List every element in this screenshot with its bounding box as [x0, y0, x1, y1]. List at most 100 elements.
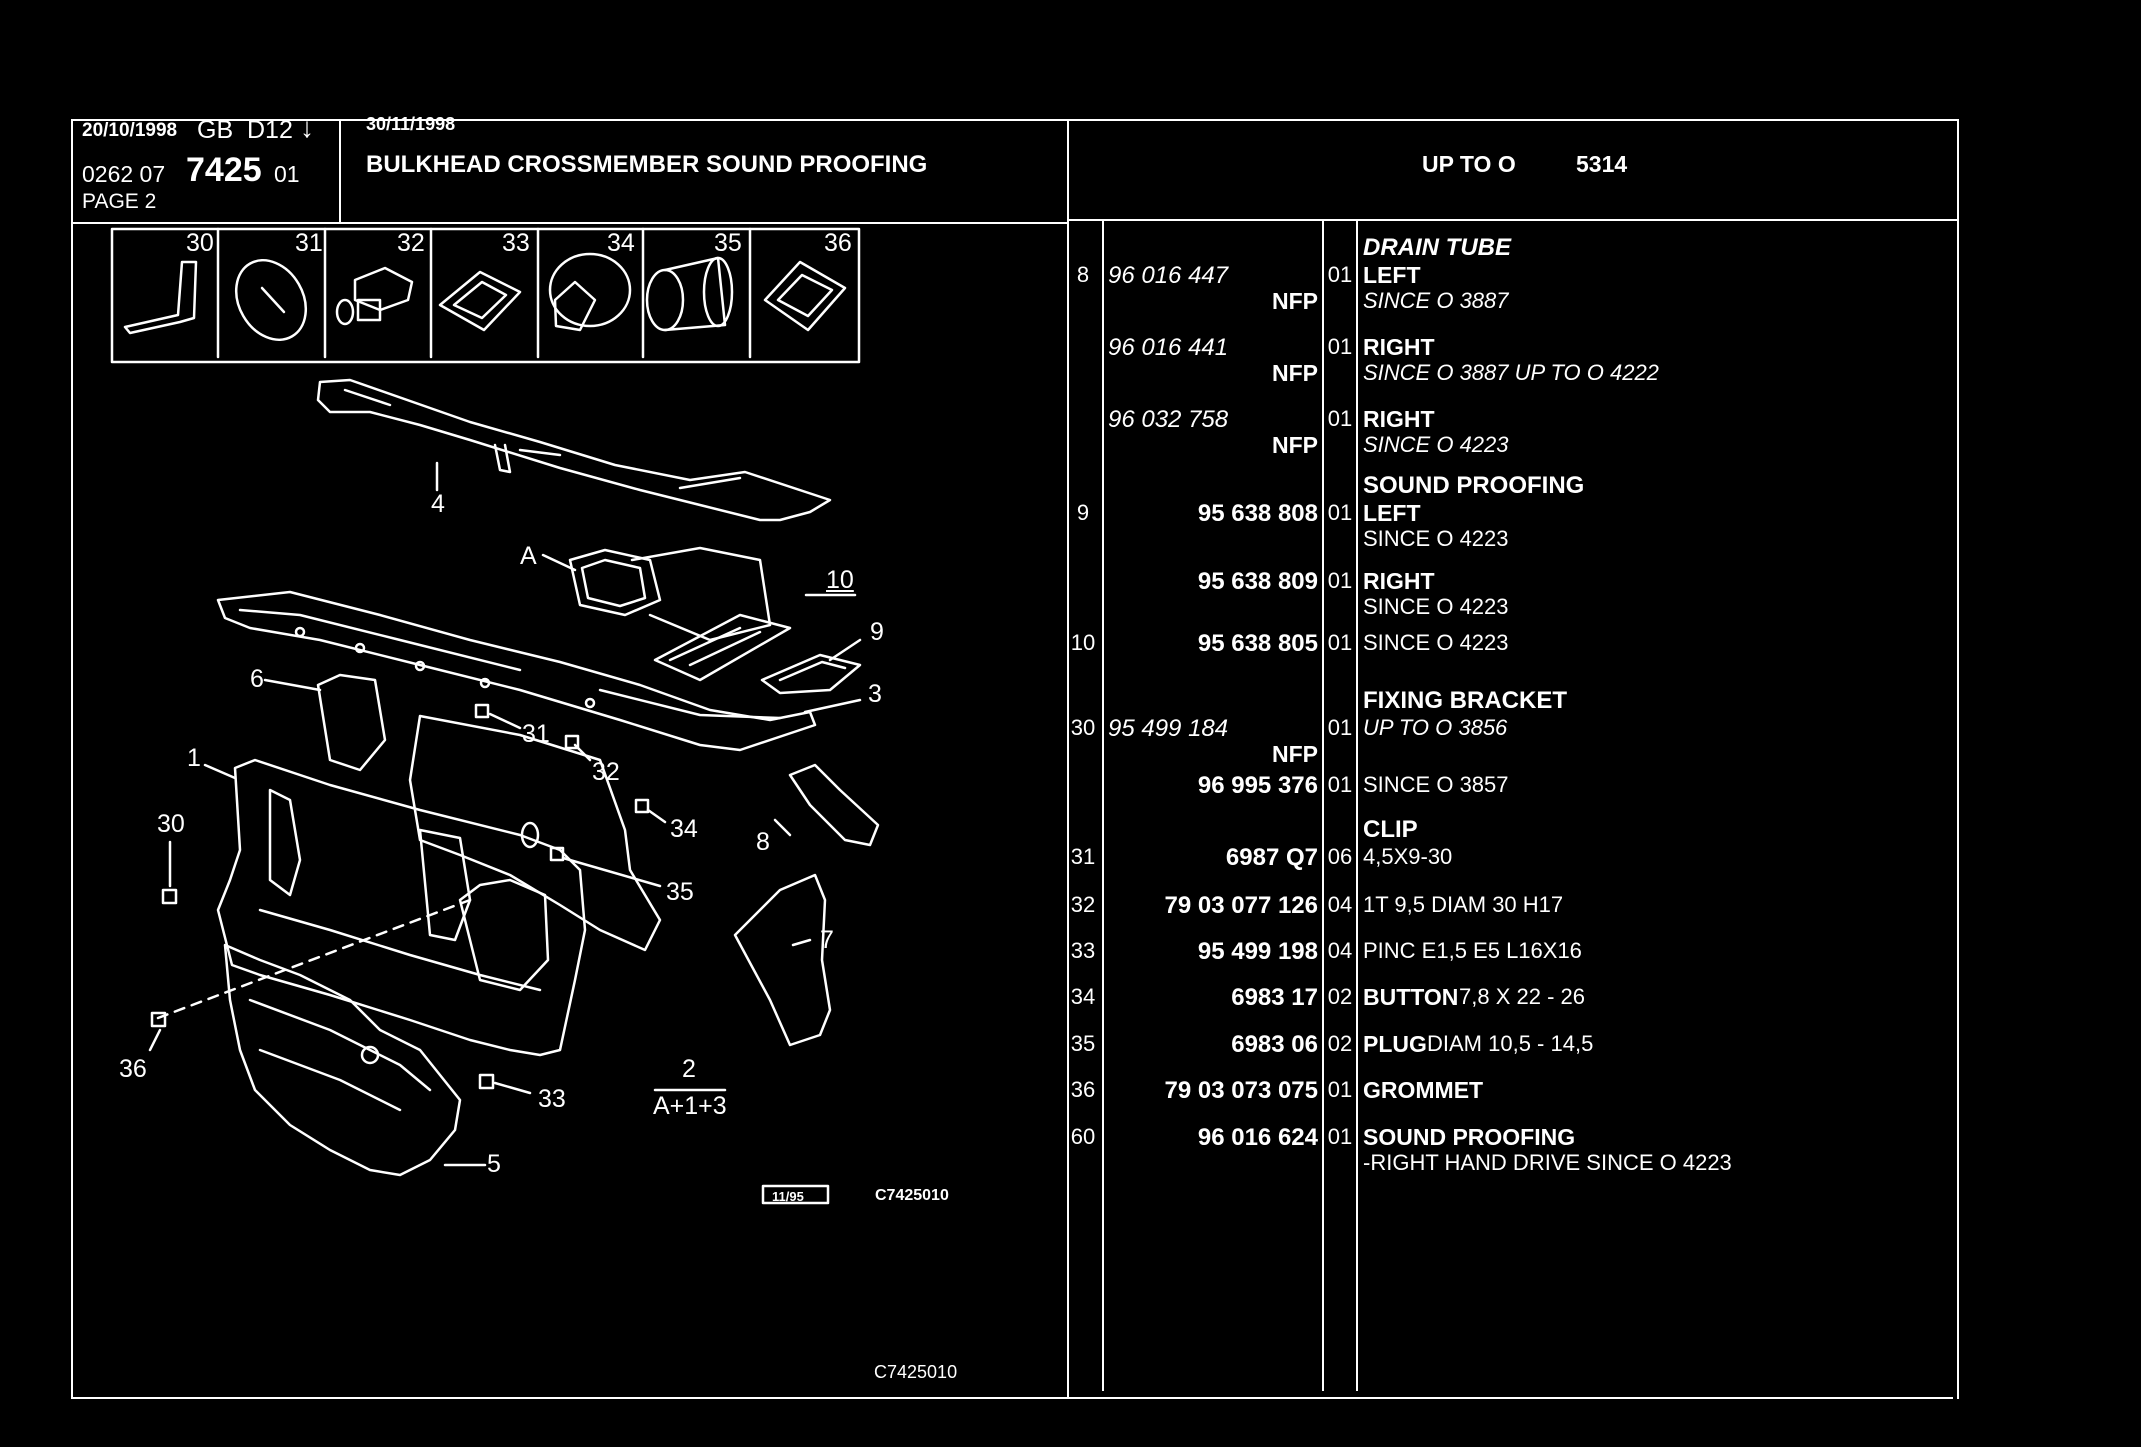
thumbnail-strip — [110, 227, 861, 364]
frame-bottom — [71, 1397, 1953, 1399]
clip-31-icon — [234, 259, 308, 341]
pinch-clip-33-icon — [438, 270, 522, 332]
part-description: PINC E1,5 E5 L16X16 — [1363, 938, 1582, 963]
part-reference: 96 016 624 — [1197, 1124, 1318, 1151]
col-qty-divider-a — [1322, 219, 1324, 1391]
frame-top — [71, 119, 1959, 121]
part-reference: 95 638 805 — [1197, 630, 1318, 657]
header-ref-prefix: 0262 07 — [82, 161, 166, 187]
part-quantity: 01 — [1327, 1124, 1353, 1149]
part-description-line2: SINCE O 4223 — [1363, 432, 1509, 457]
part-description: 7,8 X 22 - 26 — [1459, 984, 1585, 1009]
grommet-36-icon — [763, 260, 847, 332]
part-7 — [733, 873, 832, 1047]
part-quantity: 01 — [1327, 334, 1353, 359]
header-ref-suffix: 01 — [274, 161, 300, 187]
part-quantity: 04 — [1327, 892, 1353, 917]
part-item-number: 36 — [1070, 1077, 1096, 1102]
part-5 — [223, 943, 462, 1177]
insulation-panel — [408, 714, 662, 952]
part-description: 1T 9,5 DIAM 30 H17 — [1363, 892, 1564, 917]
label-34: 34 — [670, 815, 698, 843]
part-item-number: 34 — [1070, 984, 1096, 1009]
part-description: 4,5X9-30 — [1363, 844, 1453, 869]
part-quantity: 01 — [1327, 1077, 1353, 1102]
header-divider-left — [71, 222, 1069, 224]
crossmember-4 — [316, 378, 832, 522]
thumb-num-35: 35 — [714, 229, 742, 257]
part-description-bold: GROMMET — [1363, 1077, 1484, 1103]
thumb-num-30: 30 — [186, 229, 214, 257]
nfp-flag: NFP — [1272, 288, 1318, 314]
bracket-30-icon — [123, 260, 198, 335]
part-quantity: 01 — [1327, 715, 1353, 740]
part-reference: 95 638 809 — [1197, 568, 1318, 595]
part-item-number: 31 — [1070, 844, 1096, 869]
part-description-bold: RIGHT — [1363, 406, 1435, 432]
part-description-bold: RIGHT — [1363, 334, 1435, 360]
part-description: SINCE O 4223 — [1363, 630, 1509, 655]
part-reference: 95 499 184 — [1108, 715, 1229, 742]
part-description-bold: RIGHT — [1363, 568, 1435, 594]
part-6 — [316, 673, 387, 772]
label-8: 8 — [756, 828, 770, 856]
center-divider — [1067, 119, 1069, 1399]
button-34-icon — [548, 252, 632, 332]
label-9: 9 — [870, 618, 884, 646]
part-description-line2: SINCE O 4223 — [1363, 594, 1509, 619]
header-divider-right — [1069, 219, 1959, 221]
header-page: PAGE 2 — [82, 190, 157, 213]
part-quantity: 01 — [1327, 772, 1353, 797]
part-quantity: 01 — [1327, 630, 1353, 655]
part-item-number: 35 — [1070, 1031, 1096, 1056]
frame-right — [1957, 119, 1959, 1399]
label-2: 2 — [682, 1055, 696, 1083]
thumb-num-36: 36 — [824, 229, 852, 257]
part-quantity: 01 — [1327, 500, 1353, 525]
bulkhead-1 — [216, 758, 587, 1057]
header-applicability: UP TO O — [1422, 151, 1516, 177]
nfp-flag: NFP — [1272, 360, 1318, 386]
part-description-line2: SINCE O 3887 UP TO O 4222 — [1363, 360, 1659, 385]
label-6: 6 — [250, 665, 264, 693]
part-item-number: 8 — [1076, 262, 1090, 287]
part-10 — [653, 613, 792, 682]
part-item-number: 60 — [1070, 1124, 1096, 1149]
part-reference: 96 032 758 — [1108, 406, 1229, 433]
header-sep — [339, 119, 341, 223]
part-description-bold: LEFT — [1363, 262, 1421, 288]
part-description-bold: SOUND PROOFING — [1363, 1124, 1576, 1150]
part-reference: 6987 Q7 — [1225, 844, 1318, 871]
label-35: 35 — [666, 878, 694, 906]
header-arrow: ↓ — [300, 112, 314, 143]
part-quantity: 02 — [1327, 984, 1353, 1009]
label-5: 5 — [487, 1150, 501, 1178]
part-a — [568, 548, 662, 617]
part-quantity: 01 — [1327, 406, 1353, 431]
frame-left — [71, 119, 73, 1399]
part-description-line2: -RIGHT HAND DRIVE SINCE O 4223 — [1363, 1150, 1732, 1175]
thumb-num-32: 32 — [397, 229, 425, 257]
part-group-title: CLIP — [1363, 816, 1418, 843]
part-description: DIAM 10,5 - 14,5 — [1427, 1031, 1594, 1056]
part-quantity: 01 — [1327, 568, 1353, 593]
label-32: 32 — [592, 758, 620, 786]
part-quantity: 04 — [1327, 938, 1353, 963]
part-description: SINCE O 3857 — [1363, 772, 1509, 797]
header-ref-main: 7425 — [186, 151, 262, 189]
part-reference: 6983 17 — [1231, 984, 1318, 1011]
part-item-number: 10 — [1070, 630, 1096, 655]
label-30: 30 — [157, 810, 185, 838]
thumb-num-31: 31 — [295, 229, 323, 257]
part-group-title: DRAIN TUBE — [1363, 234, 1511, 261]
col-ref-divider — [1102, 219, 1104, 1391]
part-reference: 96 016 441 — [1108, 334, 1229, 361]
part-description-bold: PLUG — [1363, 1031, 1427, 1057]
part-8 — [788, 763, 880, 847]
header-date-left: 20/10/1998 — [82, 120, 178, 141]
part-item-number: 32 — [1070, 892, 1096, 917]
part-group-title: FIXING BRACKET — [1363, 687, 1567, 714]
header-country: GB — [197, 116, 234, 144]
part-item-number: 30 — [1070, 715, 1096, 740]
col-qty-divider-b — [1356, 219, 1358, 1391]
